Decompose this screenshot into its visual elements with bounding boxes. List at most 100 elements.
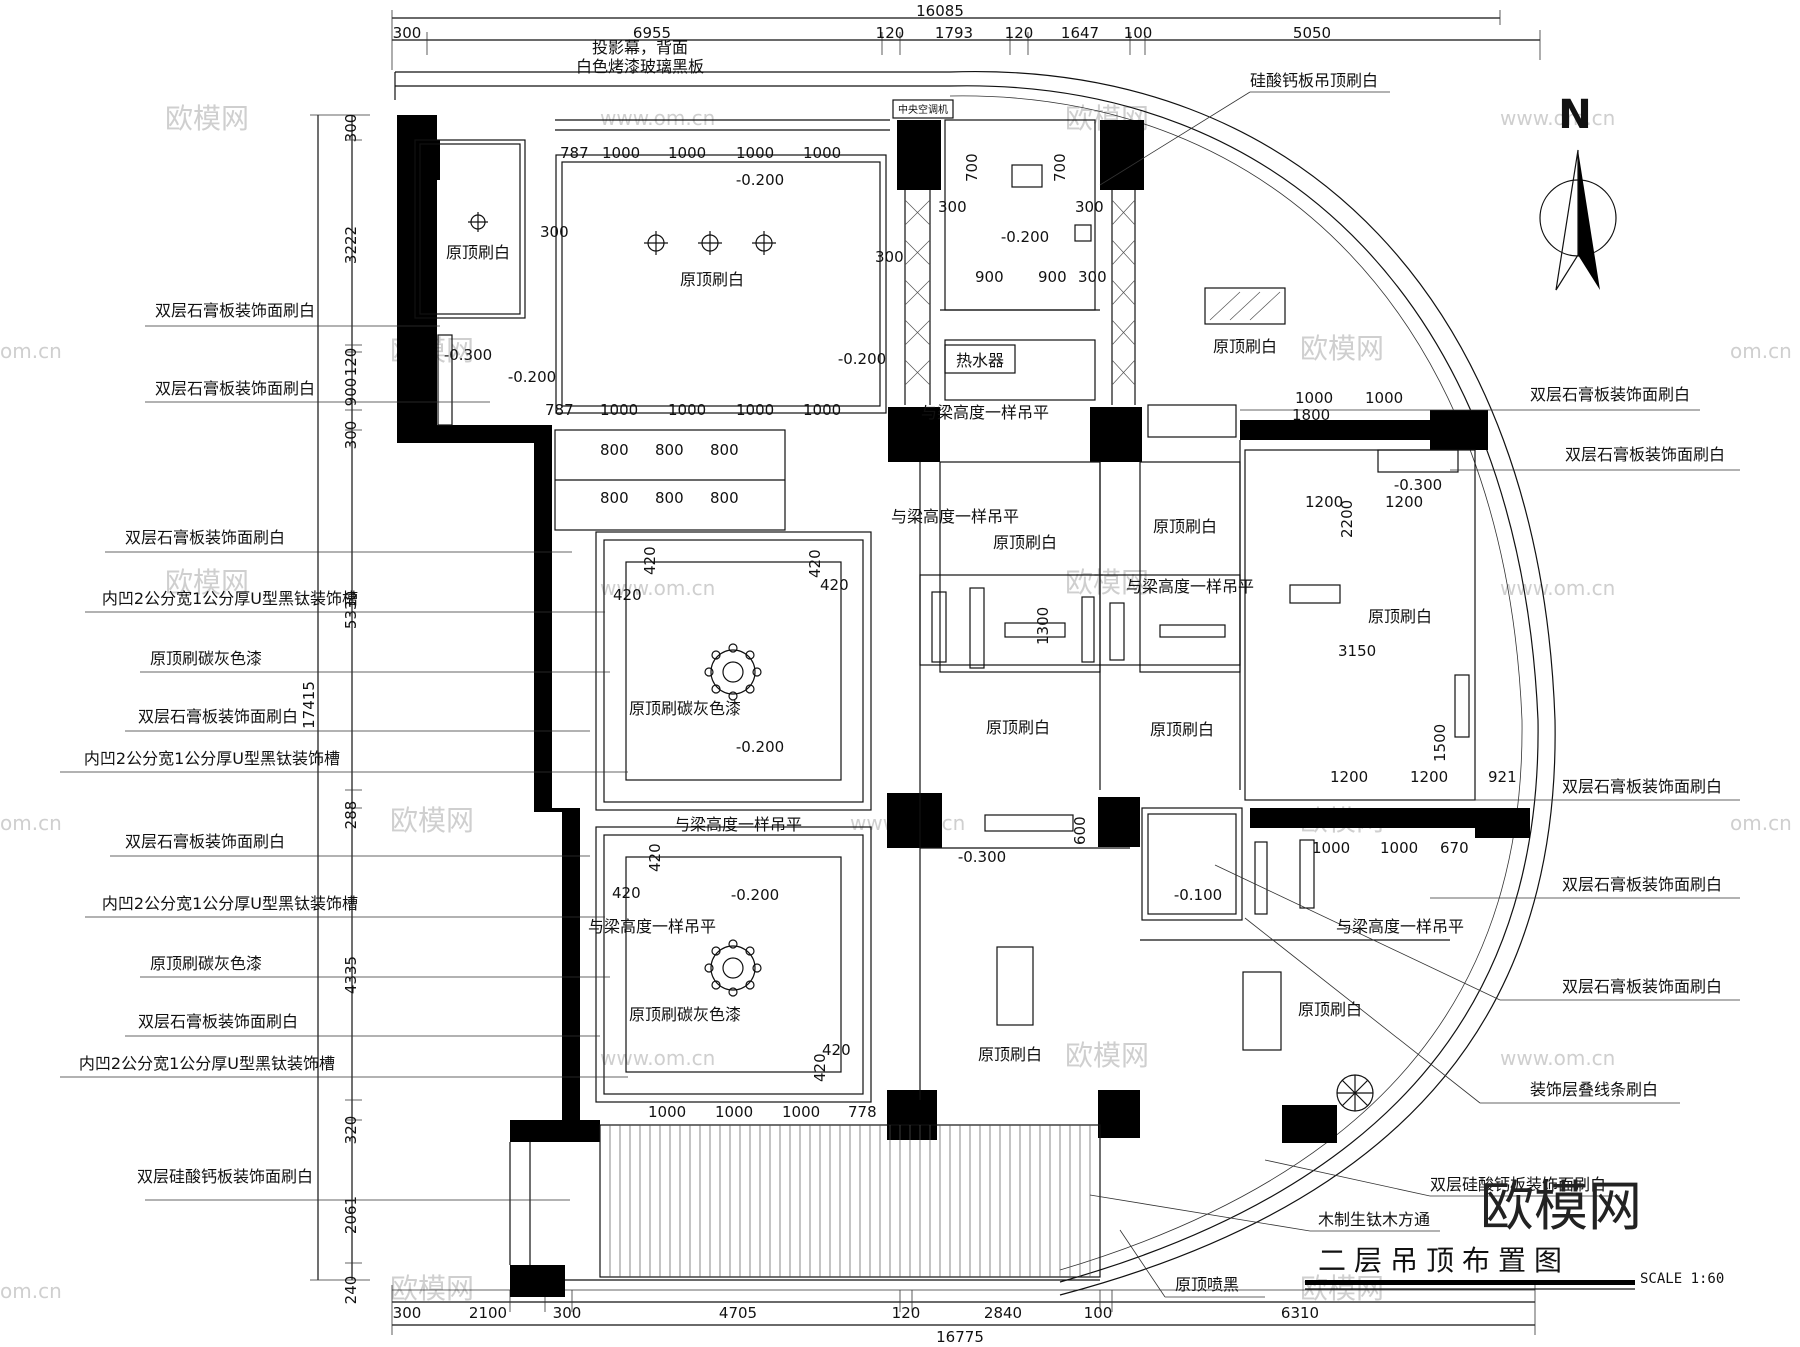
inner-dim: 420 <box>806 549 824 578</box>
inner-dim: 1000 <box>736 144 774 162</box>
room-label: 原顶刷碳灰色漆 <box>629 699 741 718</box>
inner-dimensions: 787 1000 1000 1000 1000 787 1000 1000 10… <box>540 144 1517 1121</box>
inner-dim: 420 <box>613 586 642 604</box>
dim-top-seg: 100 <box>1124 24 1153 42</box>
callout-right: 双层石膏板装饰面刷白 <box>1562 777 1722 796</box>
beam-note: 与梁高度一样吊平 <box>1126 577 1254 596</box>
watermark-url: www.om.cn <box>600 576 715 600</box>
callout-right: 双层硅酸钙板装饰面刷白 <box>1430 1175 1606 1194</box>
level-mark: -0.300 <box>1394 476 1442 494</box>
inner-dim: 1000 <box>715 1103 753 1121</box>
callout-right: 原顶喷黑 <box>1175 1275 1239 1294</box>
callout-left: 内凹2公分宽1公分厚U型黑钛装饰槽 <box>102 589 358 608</box>
drawing-scale: SCALE 1:60 <box>1640 1271 1724 1287</box>
callout-right: 木制生钛木方通 <box>1318 1210 1430 1229</box>
watermark-url: om.cn <box>1730 811 1792 835</box>
right-callouts: 硅酸钙板吊顶刷白 双层石膏板装饰面刷白 双层石膏板装饰面刷白 双层石膏板装饰面刷… <box>1089 71 1740 1298</box>
callout-right: 双层石膏板装饰面刷白 <box>1562 977 1722 996</box>
inner-dim: 420 <box>820 576 849 594</box>
dim-left-seg: 300 <box>342 421 360 450</box>
callout-left: 双层石膏板装饰面刷白 <box>125 832 285 851</box>
room-label: 原顶刷白 <box>1298 1000 1362 1019</box>
screen-note: 投影幕，背面 <box>592 38 688 57</box>
inner-dim: 900 <box>1038 268 1067 286</box>
watermark: 欧模网 <box>165 102 249 135</box>
inner-dim: 1000 <box>803 401 841 419</box>
light-fixtures <box>468 212 776 997</box>
dim-bottom-seg: 300 <box>553 1304 582 1322</box>
watermark: 欧模网 <box>165 566 249 599</box>
inner-dim: 800 <box>710 489 739 507</box>
dim-left-seg: 320 <box>342 1116 360 1145</box>
dim-left-seg: 288 <box>342 801 360 830</box>
level-mark: -0.200 <box>736 738 784 756</box>
inner-dim: 1200 <box>1385 493 1423 511</box>
inner-dim: 1000 <box>1365 389 1403 407</box>
level-mark: -0.200 <box>508 368 556 386</box>
top-dimension-chain: 16085 300 6955 120 1793 120 1647 100 505… <box>391 2 1541 70</box>
inner-dim: 420 <box>822 1041 851 1059</box>
dim-left-seg: 3222 <box>342 226 360 264</box>
top-notes: 投影幕，背面 白色烤漆玻璃黑板 中央空调机 热水器 <box>576 38 1016 374</box>
dim-left-seg: 120 <box>342 348 360 377</box>
watermark-url: www.om.cn <box>1500 576 1615 600</box>
dim-left-seg: 900 <box>342 378 360 407</box>
inner-dim: 300 <box>938 198 967 216</box>
inner-dim: 1800 <box>1292 406 1330 424</box>
dim-top-seg: 300 <box>393 24 422 42</box>
level-mark: -0.200 <box>838 350 886 368</box>
dim-bottom-total: 16775 <box>936 1328 984 1346</box>
beam-note: 与梁高度一样吊平 <box>1336 917 1464 936</box>
room-label: 原顶刷白 <box>1153 517 1217 536</box>
dim-bottom-seg: 300 <box>393 1304 422 1322</box>
callout-right: 装饰层叠线条刷白 <box>1530 1080 1658 1099</box>
beam-note: 与梁高度一样吊平 <box>891 507 1019 526</box>
callout-left: 双层石膏板装饰面刷白 <box>138 707 298 726</box>
dim-left-total: 17415 <box>300 681 318 729</box>
room-outlines <box>414 119 1476 1103</box>
water-heater-label: 热水器 <box>956 351 1004 370</box>
room-label: 原顶刷碳灰色漆 <box>629 1005 741 1024</box>
inner-dim: 700 <box>1051 153 1069 182</box>
inner-dim: 2200 <box>1338 500 1356 538</box>
inner-dim: 600 <box>1071 816 1089 845</box>
inner-dim: 1000 <box>1295 389 1333 407</box>
dim-left-seg: 300 <box>342 114 360 143</box>
inner-dim: 1000 <box>668 144 706 162</box>
inner-dim: 800 <box>710 441 739 459</box>
callout-right: 硅酸钙板吊顶刷白 <box>1250 71 1378 90</box>
watermark: 欧模网 <box>390 804 474 837</box>
level-marks: -0.200 -0.200 -0.200 -0.200 -0.300 -0.20… <box>444 171 1442 904</box>
beam-note: 与梁高度一样吊平 <box>921 403 1049 422</box>
left-callouts: 双层石膏板装饰面刷白 双层石膏板装饰面刷白 双层石膏板装饰面刷白 内凹2公分宽1… <box>60 301 628 1201</box>
inner-dim: 787 <box>560 144 589 162</box>
dim-bottom-seg: 2100 <box>469 1304 507 1322</box>
inner-dim: 420 <box>641 546 659 575</box>
central-ac-label: 中央空调机 <box>898 103 948 116</box>
watermark-url: www.om.cn <box>600 106 715 130</box>
callout-right: 双层石膏板装饰面刷白 <box>1565 445 1725 464</box>
watermark: 欧模网 <box>1065 566 1149 599</box>
inner-dim: 670 <box>1440 839 1469 857</box>
dim-top-total: 16085 <box>916 2 964 20</box>
plant-icon <box>1336 1074 1374 1112</box>
drawing-title: 二层吊顶布置图 <box>1318 1244 1570 1277</box>
level-mark: -0.300 <box>958 848 1006 866</box>
dim-left-seg: 240 <box>342 1276 360 1305</box>
inner-dim: 1000 <box>648 1103 686 1121</box>
level-mark: -0.200 <box>736 171 784 189</box>
balcony-wood-slats <box>509 1124 1101 1281</box>
inner-dim: 300 <box>875 248 904 266</box>
inner-dim: 420 <box>811 1053 829 1082</box>
inner-dim: 900 <box>975 268 1004 286</box>
watermark-url: www.om.cn <box>1500 106 1615 130</box>
dim-left-seg: 2061 <box>342 1196 360 1234</box>
inner-dim: 1000 <box>600 401 638 419</box>
watermark-url: om.cn <box>1730 339 1792 363</box>
dim-left-seg: 5330 <box>342 591 360 629</box>
inner-dim: 800 <box>600 441 629 459</box>
watermark-url: www.om.cn <box>1500 1046 1615 1070</box>
callout-left: 内凹2公分宽1公分厚U型黑钛装饰槽 <box>84 749 340 768</box>
inner-dim: 300 <box>1078 268 1107 286</box>
callout-left: 原顶刷碳灰色漆 <box>150 649 262 668</box>
